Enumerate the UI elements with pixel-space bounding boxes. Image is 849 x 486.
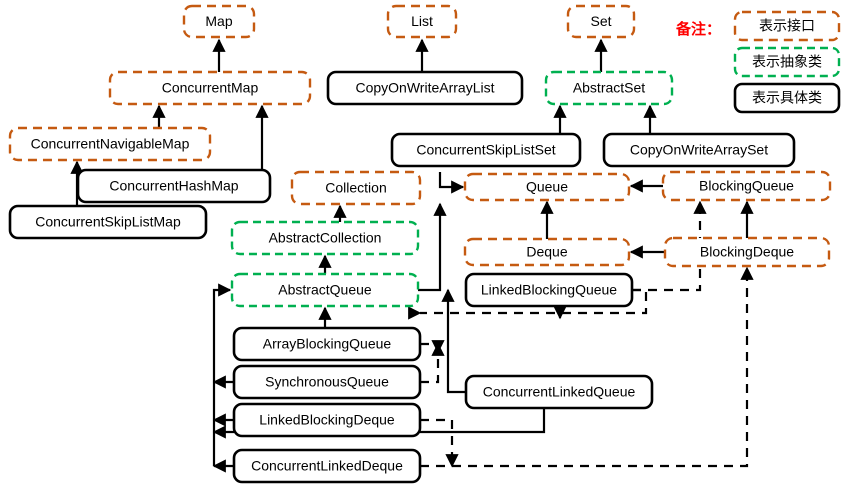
edge-concurrent-linked-queue-to-abstract-queue bbox=[441, 288, 466, 394]
node-box-concurrent-navigable-map bbox=[8, 126, 212, 162]
node-box-concurrent-linked-queue bbox=[464, 374, 654, 410]
node-box-map bbox=[182, 4, 256, 39]
node-box-set bbox=[566, 4, 636, 39]
node-box-synchronous-queue bbox=[232, 364, 422, 400]
node-label-blocking-queue: BlockingQueue bbox=[699, 178, 794, 194]
node-list[interactable]: List bbox=[386, 4, 458, 39]
node-box-deque bbox=[463, 237, 631, 267]
edge-linked-blocking-deque-bd-to-blocking-deque bbox=[420, 418, 459, 468]
node-label-concurrent-linked-deque: ConcurrentLinkedDeque bbox=[251, 458, 403, 474]
edge-left-rail-up-to-abstract-queue bbox=[212, 283, 232, 466]
node-abstract-set[interactable]: AbstractSet bbox=[544, 70, 674, 106]
node-concurrent-linked-deque[interactable]: ConcurrentLinkedDeque bbox=[232, 448, 422, 484]
legend-box-concrete bbox=[733, 82, 841, 114]
node-box-abstract-set bbox=[544, 70, 674, 106]
node-concurrent-navigable-map[interactable]: ConcurrentNavigableMap bbox=[8, 126, 212, 162]
node-label-concurrent-map: ConcurrentMap bbox=[162, 80, 259, 96]
node-box-concurrent-linked-deque bbox=[232, 448, 422, 484]
node-box-concurrent-map bbox=[108, 70, 312, 106]
node-collection[interactable]: Collection bbox=[290, 170, 422, 206]
node-abstract-queue[interactable]: AbstractQueue bbox=[230, 272, 420, 308]
legend-box-interface bbox=[733, 10, 841, 42]
node-blocking-deque[interactable]: BlockingDeque bbox=[663, 236, 831, 268]
node-concurrent-skip-list-set[interactable]: ConcurrentSkipListSet bbox=[390, 132, 582, 168]
node-copy-on-write-array-list[interactable]: CopyOnWriteArrayList bbox=[326, 70, 524, 106]
edge-linked-blocking-queue-bq-to-blocking-queue bbox=[632, 200, 707, 292]
edges-group bbox=[70, 38, 754, 473]
legend-box-abstract bbox=[733, 46, 841, 78]
node-label-linked-blocking-deque: LinkedBlockingDeque bbox=[259, 412, 395, 428]
node-label-array-blocking-queue: ArrayBlockingQueue bbox=[263, 336, 392, 352]
node-box-concurrent-skip-list-map bbox=[8, 204, 208, 240]
node-array-blocking-queue[interactable]: ArrayBlockingQueue bbox=[232, 326, 422, 362]
node-label-abstract-queue: AbstractQueue bbox=[278, 282, 372, 298]
node-concurrent-linked-queue[interactable]: ConcurrentLinkedQueue bbox=[464, 374, 654, 410]
node-label-concurrent-navigable-map: ConcurrentNavigableMap bbox=[31, 136, 190, 152]
node-box-abstract-collection bbox=[230, 220, 420, 256]
edge-synchronous-queue-bq-to-blocking-queue bbox=[420, 342, 445, 384]
node-label-concurrent-skip-list-set: ConcurrentSkipListSet bbox=[416, 142, 555, 158]
node-label-queue: Queue bbox=[526, 179, 568, 195]
node-linked-blocking-deque[interactable]: LinkedBlockingDeque bbox=[232, 402, 422, 438]
node-label-set: Set bbox=[590, 13, 611, 29]
node-box-queue bbox=[463, 172, 631, 202]
node-label-blocking-deque: BlockingDeque bbox=[700, 244, 794, 260]
legend-title: 备注： bbox=[675, 20, 721, 38]
node-label-linked-blocking-queue: LinkedBlockingQueue bbox=[481, 282, 617, 298]
node-box-linked-blocking-queue bbox=[464, 272, 634, 308]
node-blocking-queue[interactable]: BlockingQueue bbox=[661, 170, 832, 202]
legend-item-concrete: 表示具体类 bbox=[733, 82, 841, 114]
edge-queue-to-collection bbox=[438, 172, 465, 194]
node-box-array-blocking-queue bbox=[232, 326, 422, 362]
node-box-blocking-deque bbox=[663, 236, 831, 268]
edge-array-blocking-queue-bq-to-blocking-queue bbox=[420, 340, 445, 354]
node-box-copy-on-write-array-set bbox=[602, 132, 796, 168]
node-concurrent-skip-list-map[interactable]: ConcurrentSkipListMap bbox=[8, 204, 208, 240]
node-label-deque: Deque bbox=[526, 244, 567, 260]
node-box-abstract-queue bbox=[230, 272, 420, 308]
node-box-copy-on-write-array-list bbox=[326, 70, 524, 106]
node-label-list: List bbox=[411, 13, 433, 29]
node-label-abstract-collection: AbstractCollection bbox=[269, 230, 382, 246]
node-label-copy-on-write-array-list: CopyOnWriteArrayList bbox=[355, 80, 494, 96]
edge-concurrent-linked-deque2-to-blocking-deque bbox=[420, 266, 754, 468]
node-linked-blocking-queue[interactable]: LinkedBlockingQueue bbox=[464, 272, 634, 308]
legend-label-concrete: 表示具体类 bbox=[752, 90, 822, 106]
node-box-blocking-queue bbox=[661, 170, 832, 202]
node-map[interactable]: Map bbox=[182, 4, 256, 39]
node-abstract-collection[interactable]: AbstractCollection bbox=[230, 220, 420, 256]
node-box-concurrent-hash-map bbox=[76, 168, 272, 204]
node-label-concurrent-hash-map: ConcurrentHashMap bbox=[109, 178, 238, 194]
node-box-concurrent-skip-list-set bbox=[390, 132, 582, 168]
legend-item-interface: 表示接口 bbox=[733, 10, 841, 42]
node-label-synchronous-queue: SynchronousQueue bbox=[265, 374, 389, 390]
legend-label-abstract: 表示抽象类 bbox=[752, 54, 822, 70]
node-label-abstract-set: AbstractSet bbox=[573, 80, 645, 96]
node-label-concurrent-linked-queue: ConcurrentLinkedQueue bbox=[483, 384, 636, 400]
node-box-collection bbox=[290, 170, 422, 206]
node-label-collection: Collection bbox=[325, 180, 386, 196]
node-copy-on-write-array-set[interactable]: CopyOnWriteArraySet bbox=[602, 132, 796, 168]
node-label-concurrent-skip-list-map: ConcurrentSkipListMap bbox=[35, 214, 181, 230]
node-synchronous-queue[interactable]: SynchronousQueue bbox=[232, 364, 422, 400]
node-concurrent-map[interactable]: ConcurrentMap bbox=[108, 70, 312, 106]
node-label-map: Map bbox=[205, 13, 232, 29]
node-set[interactable]: Set bbox=[566, 4, 636, 39]
node-deque[interactable]: Deque bbox=[463, 237, 631, 267]
legend-label-interface: 表示接口 bbox=[759, 18, 815, 34]
node-concurrent-hash-map[interactable]: ConcurrentHashMap bbox=[76, 168, 272, 204]
node-box-linked-blocking-deque bbox=[232, 402, 422, 438]
node-label-copy-on-write-array-set: CopyOnWriteArraySet bbox=[630, 142, 768, 158]
edge-abstract-queue-to-queue bbox=[418, 202, 447, 292]
node-queue[interactable]: Queue bbox=[463, 172, 631, 202]
legend-item-abstract: 表示抽象类 bbox=[733, 46, 841, 78]
node-box-list bbox=[386, 4, 458, 39]
